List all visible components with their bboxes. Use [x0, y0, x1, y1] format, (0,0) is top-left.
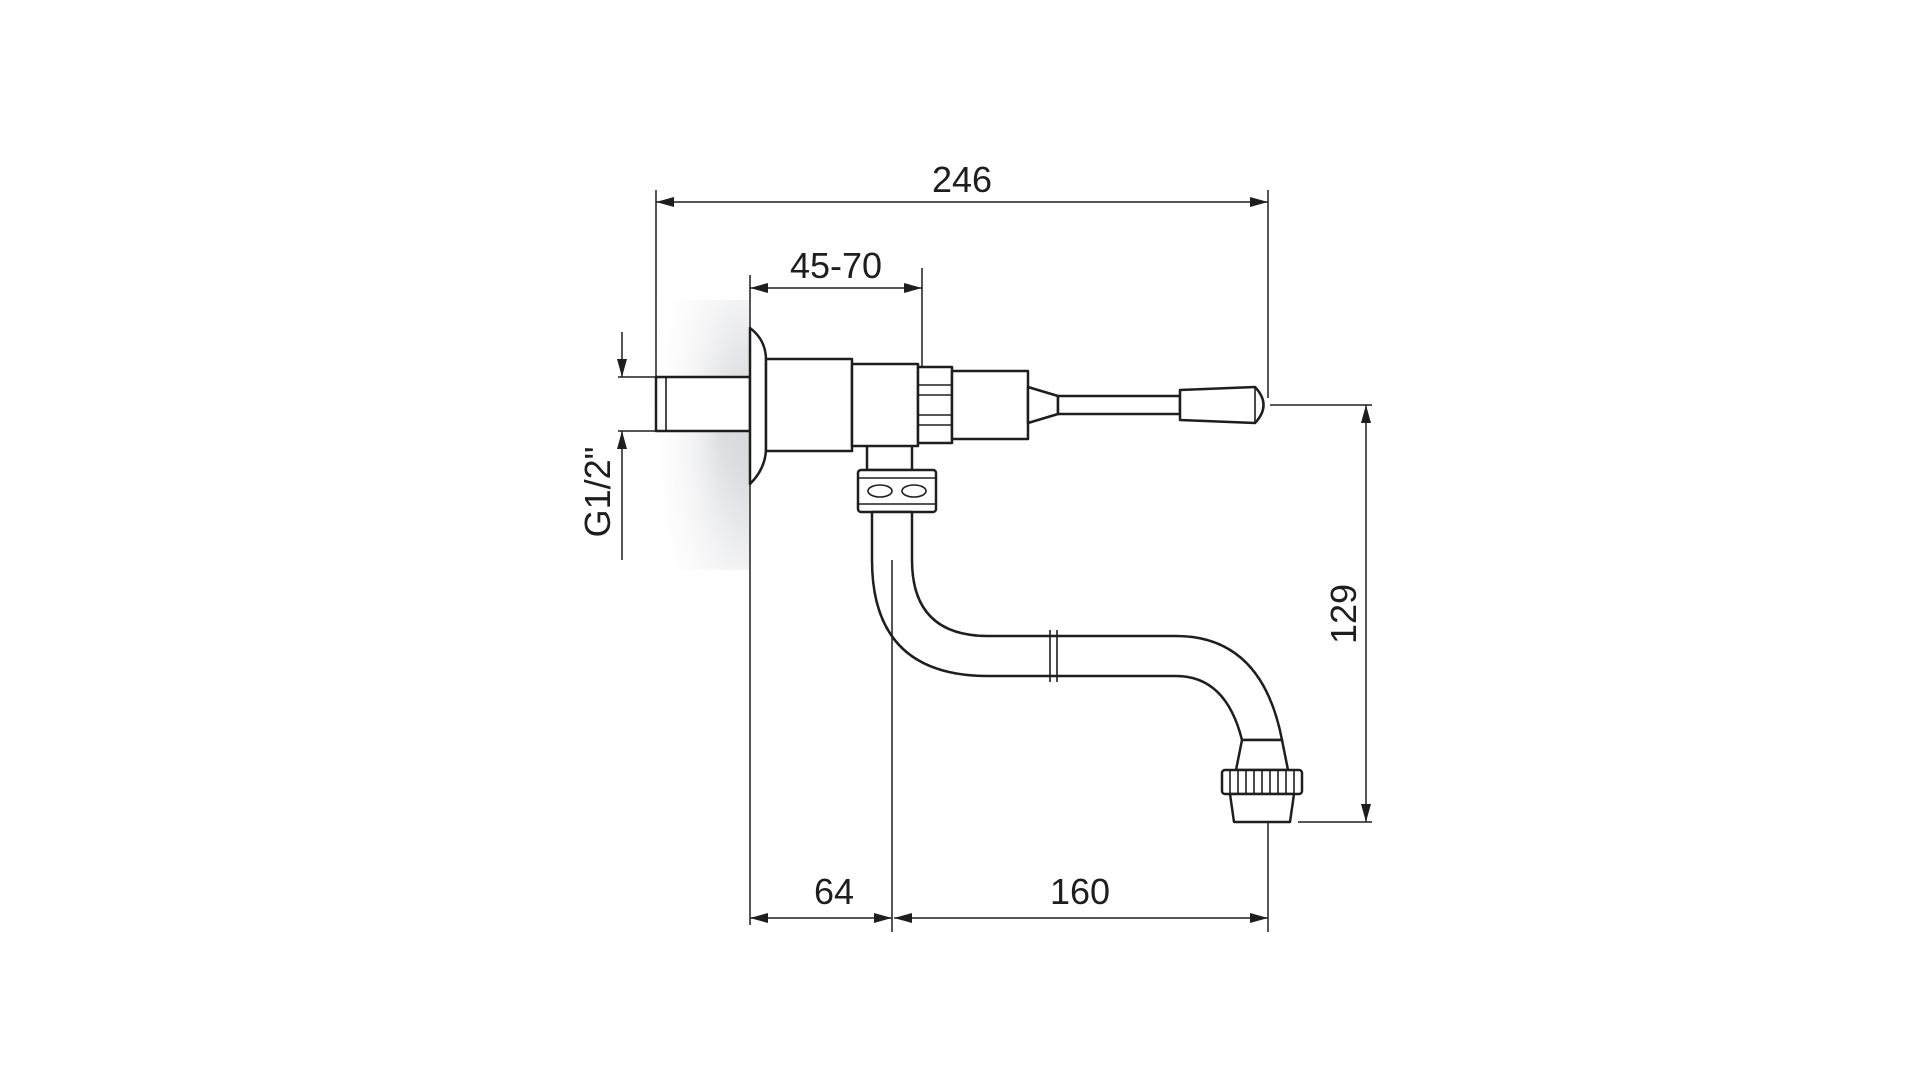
wall-shadow	[625, 300, 750, 570]
aerator-collar	[1234, 738, 1290, 772]
dim-height: 129	[1270, 404, 1372, 823]
dim-label-thread: G1/2"	[577, 447, 618, 538]
aerator-outlet	[1228, 792, 1296, 824]
valve-housing	[850, 362, 920, 448]
hex-nut	[916, 365, 954, 445]
push-rod	[1056, 394, 1182, 416]
dim-spout-reach: 160	[894, 822, 1269, 932]
dim-label-129: 129	[1323, 584, 1364, 644]
wall-flange	[748, 326, 768, 486]
valve-body	[764, 357, 854, 453]
dim-wall-thickness: 45-70	[750, 245, 923, 367]
inlet-thread	[654, 375, 752, 433]
dim-label-246: 246	[932, 159, 992, 200]
dim-label-45-70: 45-70	[790, 245, 882, 286]
tap	[654, 326, 1304, 824]
knurling	[1229, 770, 1295, 794]
dim-overall-length: 246	[655, 159, 1269, 398]
push-cartridge	[950, 369, 1030, 441]
push-button	[1178, 385, 1265, 425]
dim-wall-to-spout: 64	[750, 560, 893, 932]
coupling-nut	[856, 468, 938, 514]
dim-thread: G1/2"	[577, 332, 656, 560]
dim-label-64: 64	[814, 871, 854, 912]
dim-label-160: 160	[1050, 871, 1110, 912]
spout-pipe	[870, 510, 1284, 742]
